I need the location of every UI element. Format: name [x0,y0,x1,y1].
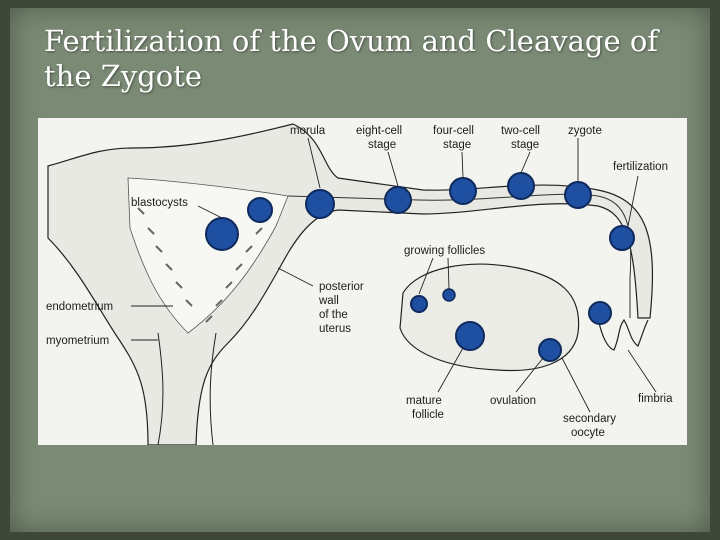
endometrium-texture [137,207,263,323]
cell-fertilization [609,225,635,251]
label-growing-follicles: growing follicles [404,245,485,257]
cell-blastocyst-1 [247,197,273,223]
fimbria [597,317,649,351]
cell-secondary-oocyte [588,301,612,325]
label-eight-cell-2: stage [368,139,396,151]
label-morula: morula [290,125,326,137]
diagram-svg: morula eight-cell stage four-cell stage … [46,123,673,445]
label-four-cell-2: stage [443,139,471,151]
cell-growing-follicle-1 [410,295,428,313]
label-posterior-3: of the [319,309,348,321]
cell-four-cell [449,177,477,205]
label-fimbria: fimbria [638,393,673,405]
cell-two-cell [507,172,535,200]
label-four-cell-1: four-cell [433,125,474,137]
label-posterior-2: wall [318,295,339,307]
cell-mature-follicle [455,321,485,351]
label-two-cell-1: two-cell [501,125,540,137]
cell-eight-cell [384,186,412,214]
cell-ovulation [538,338,562,362]
leader-lines [131,137,657,413]
cell-blastocyst-2 [205,217,239,251]
label-myometrium: myometrium [46,335,109,347]
label-ovulation: ovulation [490,395,536,407]
label-two-cell-2: stage [511,139,539,151]
cell-morula [305,189,335,219]
label-secondary-1: secondary [563,413,616,425]
cervix-outline [157,332,217,445]
cell-growing-follicle-2 [442,288,456,302]
label-zygote: zygote [568,125,602,137]
cell-zygote [564,181,592,209]
label-mature-1: mature [406,395,442,407]
label-mature-2: follicle [412,409,444,421]
label-endometrium: endometrium [46,301,113,313]
label-secondary-2: oocyte [571,427,605,439]
uterine-cavity [127,177,289,334]
diagram-figure: morula eight-cell stage four-cell stage … [38,118,687,445]
label-fertilization: fertilization [613,161,668,173]
label-posterior-1: posterior [319,281,364,293]
label-blastocysts: blastocysts [131,197,188,209]
label-eight-cell-1: eight-cell [356,125,402,137]
slide-title: Fertilization of the Ovum and Cleavage o… [44,24,659,93]
label-posterior-4: uterus [319,323,351,335]
